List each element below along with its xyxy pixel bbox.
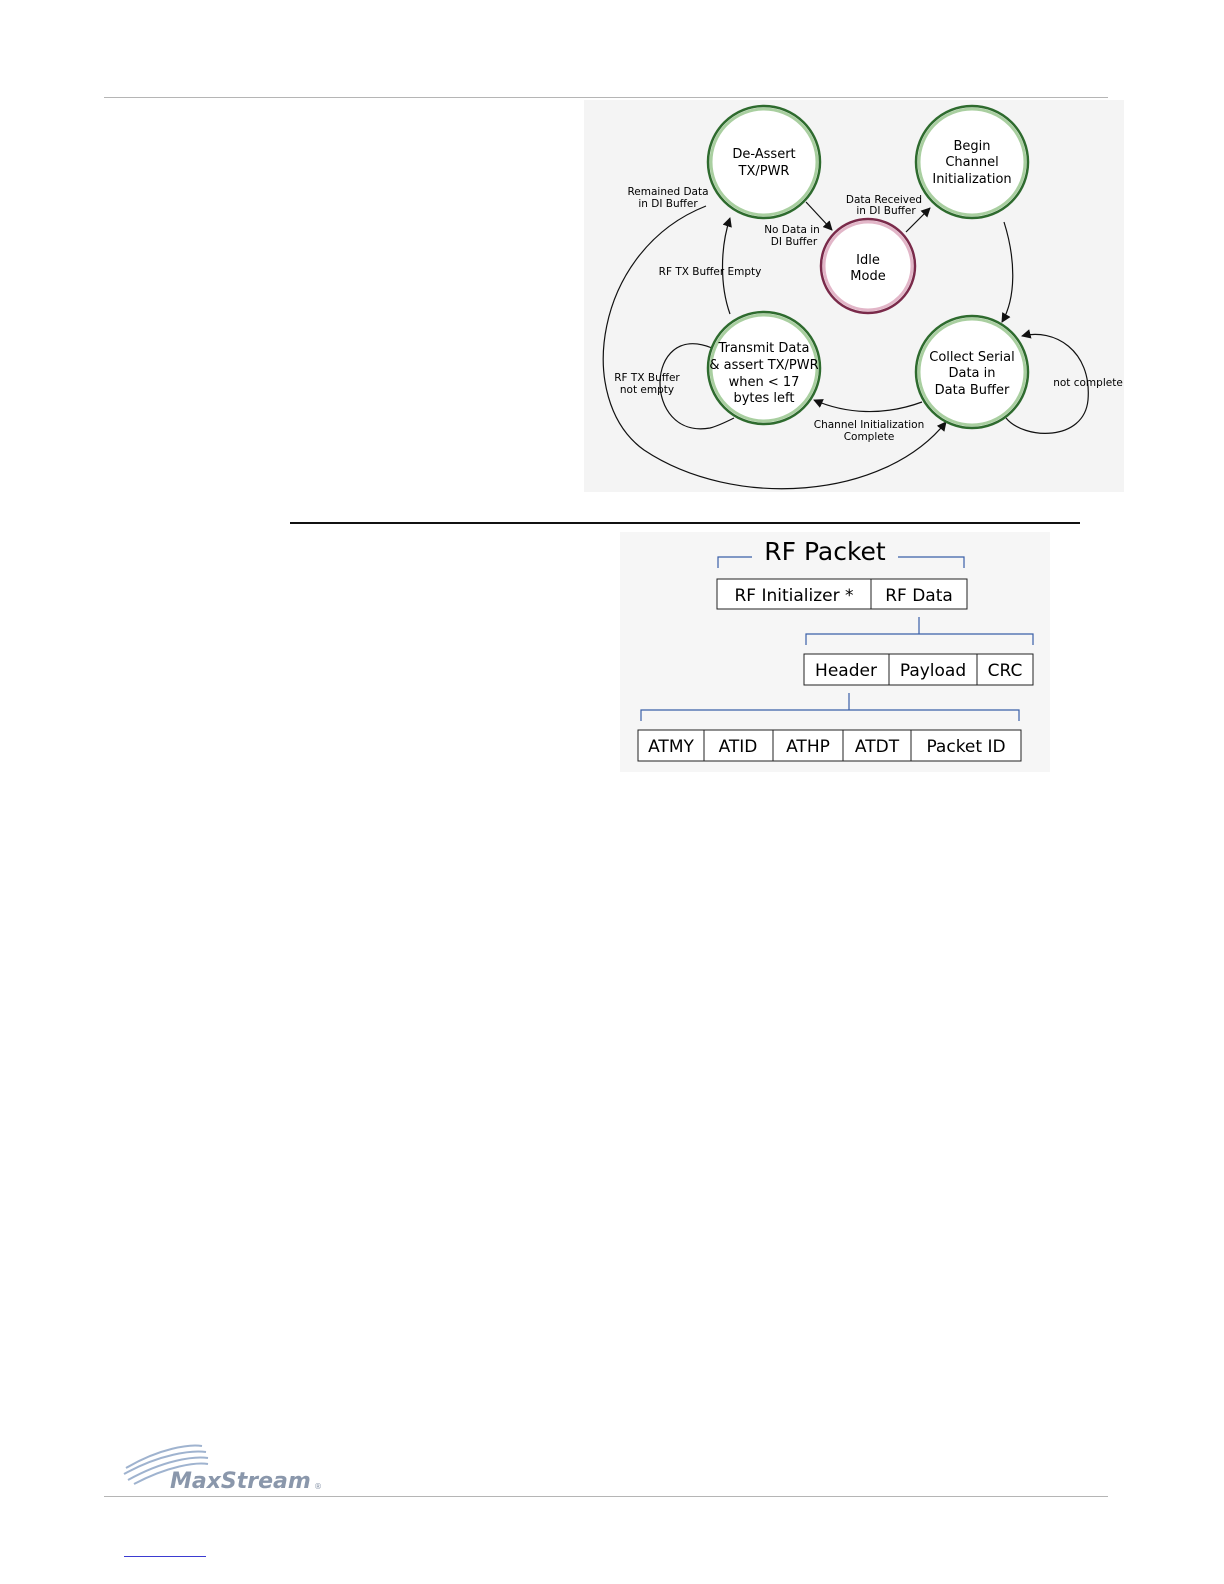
arrow-begin-to-collect — [1001, 221, 1014, 323]
state-transmit-line2: & assert TX/PWR — [709, 358, 818, 373]
logo-text: MaxStream — [170, 1469, 311, 1494]
label-rf-tx-not-empty-1: RF TX Buffer — [614, 372, 680, 384]
registered-mark: ® — [314, 1482, 322, 1491]
state-deassert-line2: TX/PWR — [738, 164, 790, 179]
arrow-deassert-to-idle — [805, 201, 833, 231]
bracket-rf-data — [805, 617, 1034, 645]
state-idle-line1: Idle — [856, 253, 880, 268]
packet-title: RF Packet — [764, 537, 886, 566]
level2-row: Header Payload CRC — [803, 653, 1034, 686]
field-payload: Payload — [900, 661, 966, 681]
label-channel-init-2: Complete — [844, 431, 895, 443]
arrow-transmit-to-deassert — [721, 217, 732, 315]
arrow-idle-to-begin — [905, 207, 931, 233]
arrow-collect-self-loop — [1005, 329, 1089, 434]
state-idle-line2: Mode — [850, 269, 885, 284]
field-rf-initializer: RF Initializer * — [734, 586, 853, 606]
field-rf-data: RF Data — [885, 586, 953, 606]
field-athp: ATHP — [786, 737, 830, 757]
label-data-received-2: in DI Buffer — [856, 205, 916, 217]
state-begin-line3: Initialization — [932, 172, 1011, 187]
swoosh-icon — [123, 1444, 209, 1485]
label-rf-tx-empty: RF TX Buffer Empty — [659, 266, 762, 278]
state-idle: Idle Mode — [819, 217, 917, 315]
arrow-collect-to-transmit — [813, 399, 923, 413]
state-transmit: Transmit Data & assert TX/PWR when < 17 … — [706, 310, 822, 426]
state-collect: Collect Serial Data in Data Buffer — [914, 314, 1030, 430]
footer-rule — [104, 1496, 1108, 1497]
header-rule — [104, 97, 1108, 98]
label-channel-init-1: Channel Initialization — [814, 419, 924, 431]
state-collect-line2: Data in — [948, 366, 995, 381]
state-diagram: De-Assert TX/PWR Begin Channel Initializ… — [584, 100, 1124, 492]
level1-row: RF Initializer * RF Data — [716, 578, 968, 610]
label-no-data-1: No Data in — [764, 224, 820, 236]
label-not-complete: not complete — [1053, 377, 1123, 389]
section-rule — [290, 522, 1080, 524]
state-deassert-line1: De-Assert — [732, 147, 795, 162]
state-transmit-line1: Transmit Data — [718, 341, 810, 356]
state-collect-line1: Collect Serial — [929, 350, 1014, 365]
packet-diagram: RF Packet RF Initializer * RF Data Heade… — [620, 532, 1050, 772]
field-crc: CRC — [988, 661, 1023, 681]
label-remained-data-2: in DI Buffer — [638, 198, 698, 210]
state-deassert: De-Assert TX/PWR — [706, 104, 822, 220]
field-atid: ATID — [719, 737, 758, 757]
label-data-received-1: Data Received — [846, 194, 922, 206]
level3-row: ATMY ATID ATHP ATDT Packet ID — [637, 729, 1022, 762]
label-rf-tx-not-empty-2: not empty — [620, 384, 674, 396]
state-begin-line2: Channel — [945, 155, 998, 170]
state-transmit-line3: when < 17 — [729, 375, 800, 390]
state-begin-line1: Begin — [953, 139, 990, 154]
arrow-transmit-self-loop — [659, 343, 735, 430]
arrow-deassert-to-collect — [602, 205, 947, 490]
field-packet-id: Packet ID — [926, 737, 1005, 757]
field-header: Header — [815, 661, 877, 681]
field-atmy: ATMY — [648, 737, 694, 757]
state-collect-line3: Data Buffer — [935, 383, 1010, 398]
label-remained-data-1: Remained Data — [627, 186, 708, 198]
footer-link-underline[interactable] — [124, 1556, 206, 1557]
bracket-header — [640, 693, 1020, 721]
state-transmit-line4: bytes left — [733, 391, 794, 406]
state-begin-channel: Begin Channel Initialization — [914, 104, 1030, 220]
field-atdt: ATDT — [855, 737, 900, 757]
label-no-data-2: DI Buffer — [771, 236, 818, 248]
maxstream-logo: MaxStream ® — [123, 1444, 322, 1494]
title-bracket — [717, 556, 965, 568]
